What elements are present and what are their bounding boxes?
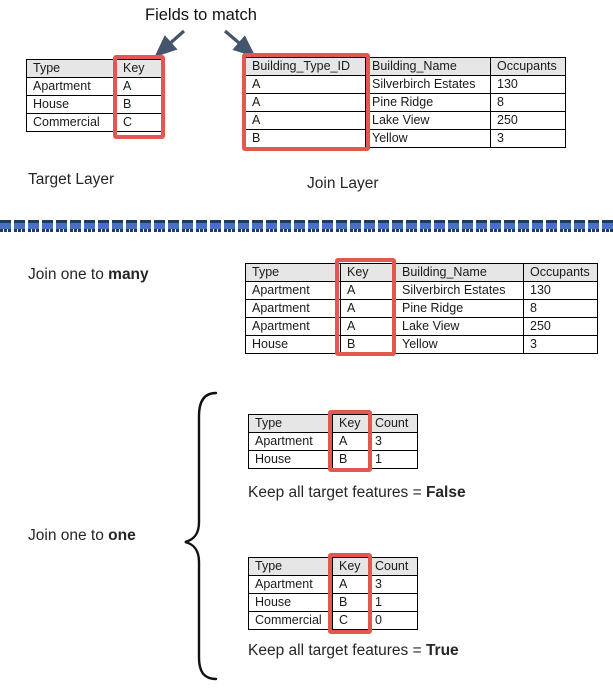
keep-false-label: Keep all target features = False bbox=[248, 484, 466, 501]
arrow-down-right-icon bbox=[223, 29, 256, 58]
col-header: Count bbox=[368, 557, 418, 576]
col-header: Building_Type_ID bbox=[245, 57, 366, 76]
join-table: Building_Type_ID Building_Name Occupants… bbox=[245, 57, 566, 148]
col-header: Key bbox=[332, 557, 369, 576]
count-table-false: Type Key Count Apartment A 3 House B 1 bbox=[248, 414, 418, 469]
table-row: House B 1 bbox=[248, 450, 418, 469]
table-row: Commercial C bbox=[26, 113, 164, 132]
col-header: Type bbox=[245, 263, 341, 282]
table-row: Apartment A Silverbirch Estates 130 bbox=[245, 281, 598, 300]
join-one-to-many-label: Join one to many bbox=[28, 266, 149, 283]
col-header: Occupants bbox=[523, 263, 598, 282]
curly-brace-icon bbox=[184, 391, 218, 681]
col-header: Type bbox=[248, 557, 333, 576]
col-header: Key bbox=[332, 414, 369, 433]
col-header: Building_Name bbox=[395, 263, 524, 282]
keep-true-label: Keep all target features = True bbox=[248, 642, 459, 659]
arrow-down-left-icon bbox=[154, 29, 186, 58]
target-layer-label: Target Layer bbox=[28, 171, 115, 188]
table-header-row: Type Key bbox=[26, 59, 164, 78]
table-row: A Pine Ridge 8 bbox=[245, 93, 566, 112]
table-row: House B bbox=[26, 95, 164, 114]
table-row: A Lake View 250 bbox=[245, 111, 566, 130]
col-header: Key bbox=[340, 263, 396, 282]
count-table-true: Type Key Count Apartment A 3 House B 1 C… bbox=[248, 557, 418, 630]
join-layer-label: Join Layer bbox=[307, 175, 379, 192]
table-row: Commercial C 0 bbox=[248, 611, 418, 630]
col-header: Key bbox=[116, 59, 164, 78]
col-header: Count bbox=[368, 414, 418, 433]
target-table: Type Key Apartment A House B Commercial … bbox=[26, 59, 164, 132]
table-row: House B Yellow 3 bbox=[245, 335, 598, 354]
fields-to-match-label: Fields to match bbox=[145, 6, 257, 24]
col-header: Type bbox=[248, 414, 333, 433]
table-row: Apartment A bbox=[26, 77, 164, 96]
col-header: Occupants bbox=[490, 57, 566, 76]
table-row: Apartment A 3 bbox=[248, 432, 418, 451]
table-header-row: Type Key Count bbox=[248, 414, 418, 433]
table-header-row: Type Key Building_Name Occupants bbox=[245, 263, 598, 282]
col-header: Type bbox=[26, 59, 117, 78]
col-header: Building_Name bbox=[365, 57, 491, 76]
table-header-row: Building_Type_ID Building_Name Occupants bbox=[245, 57, 566, 76]
one-to-many-table: Type Key Building_Name Occupants Apartme… bbox=[245, 263, 598, 354]
section-divider bbox=[0, 220, 613, 232]
table-row: Apartment A Pine Ridge 8 bbox=[245, 299, 598, 318]
table-row: Apartment A Lake View 250 bbox=[245, 317, 598, 336]
table-row: B Yellow 3 bbox=[245, 129, 566, 148]
table-header-row: Type Key Count bbox=[248, 557, 418, 576]
table-row: House B 1 bbox=[248, 593, 418, 612]
join-one-to-one-label: Join one to one bbox=[28, 527, 136, 544]
table-row: Apartment A 3 bbox=[248, 575, 418, 594]
table-row: A Silverbirch Estates 130 bbox=[245, 75, 566, 94]
